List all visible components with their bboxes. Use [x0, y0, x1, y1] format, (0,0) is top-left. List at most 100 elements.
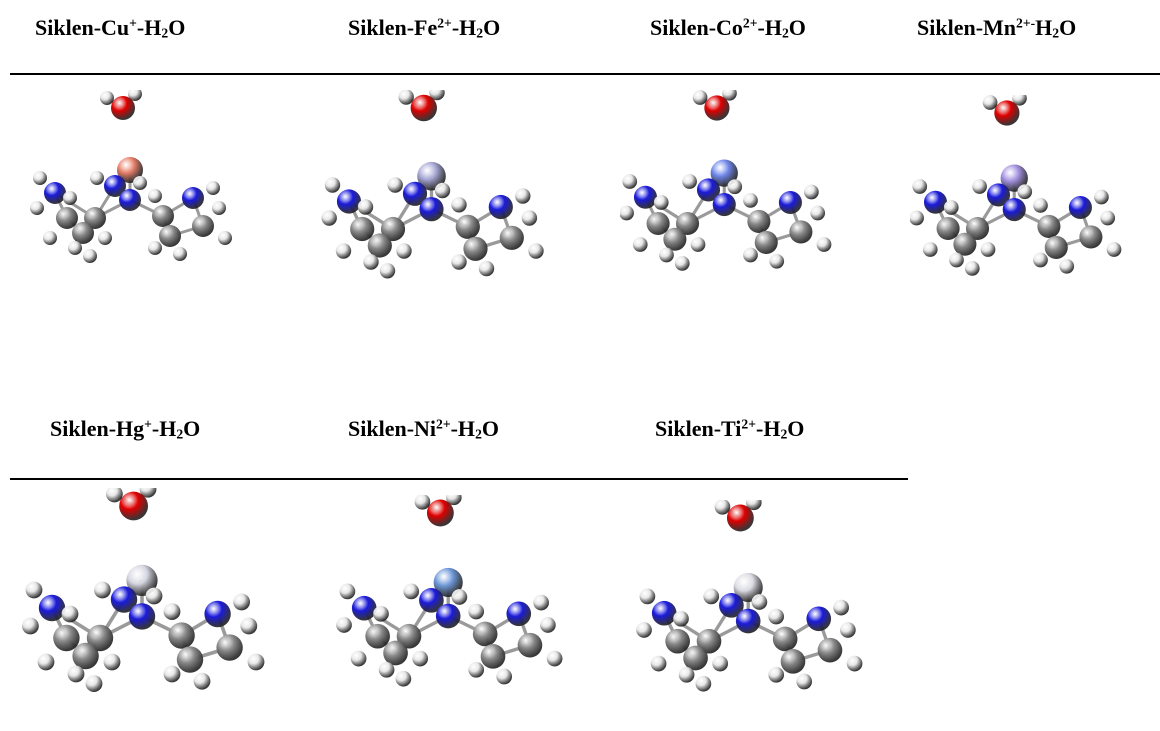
nitrogen-atom [38, 594, 66, 622]
hydrogen-atom [30, 201, 44, 215]
nitrogen-atom [119, 189, 141, 211]
hydrogen-atom [912, 179, 928, 194]
carbon-atom [168, 622, 195, 649]
carbon-atom [696, 628, 722, 654]
carbon-atom [646, 211, 670, 236]
nitrogen-atom [419, 588, 444, 613]
carbon-atom [772, 626, 798, 652]
hydrogen-atom [816, 237, 832, 252]
hydrogen-atom [964, 261, 980, 276]
nitrogen-atom [182, 187, 204, 209]
hydrogen-atom [745, 500, 762, 511]
label-co: Siklen-Co2+-H2O [650, 15, 806, 41]
nitrogen-atom [778, 190, 802, 215]
hydrogen-atom [148, 189, 162, 203]
hydrogen-atom [324, 177, 341, 193]
metal-atom [710, 159, 738, 187]
label-hg: Siklen-Hg+-H2O [50, 416, 201, 442]
hydrogen-atom [103, 653, 121, 671]
hydrogen-atom [373, 605, 389, 622]
hydrogen-atom [22, 617, 39, 635]
carbon-atom [216, 634, 243, 661]
hydrogen-atom [139, 488, 157, 498]
carbon-atom [463, 236, 488, 261]
carbon-atom [350, 216, 375, 242]
hydrogen-atom [336, 617, 352, 633]
carbon-atom [159, 225, 181, 247]
hydrogen-atom [650, 655, 667, 672]
hydrogen-atom [622, 174, 638, 189]
nitrogen-atom [336, 189, 362, 214]
carbon-atom [499, 225, 524, 250]
hydrogen-atom [982, 95, 998, 110]
label-ti: Siklen-Ti2+-H2O [655, 416, 805, 442]
nitrogen-atom [1002, 198, 1026, 222]
carbon-atom [56, 207, 78, 229]
carbon-atom [663, 227, 687, 251]
hydrogen-atom [922, 242, 938, 257]
hydrogen-atom [768, 608, 785, 625]
hydrogen-atom [673, 610, 689, 627]
hydrogen-atom [620, 205, 634, 221]
carbon-atom [965, 216, 990, 241]
carbon-atom [480, 644, 506, 669]
hydrogen-atom [972, 179, 987, 194]
hydrogen-atom [33, 171, 47, 185]
label-cu: Siklen-Cu+-H2O [35, 15, 186, 41]
hydrogen-atom [682, 174, 697, 189]
carbon-atom [747, 209, 771, 233]
hydrogen-atom [1106, 242, 1122, 257]
hydrogen-atom [414, 495, 431, 510]
hydrogen-atom [339, 583, 356, 600]
hydrogen-atom [233, 593, 251, 611]
hydrogen-atom [61, 605, 79, 623]
hydrogen-atom [100, 91, 114, 105]
hydrogen-atom [379, 263, 396, 279]
hydrogen-atom [703, 588, 720, 605]
middle-rule [10, 478, 908, 480]
hydrogen-atom [350, 650, 367, 667]
carbon-atom [86, 624, 114, 652]
hydrogen-atom [193, 672, 211, 690]
carbon-atom [152, 205, 174, 227]
carbon-atom [192, 215, 214, 237]
carbon-atom [367, 233, 392, 258]
hydrogen-atom [1033, 252, 1048, 268]
carbon-atom [1037, 214, 1061, 238]
hydrogen-atom [106, 488, 123, 503]
hydrogen-atom [163, 665, 181, 683]
nitrogen-atom [435, 603, 461, 629]
hydrogen-atom [335, 243, 352, 259]
hydrogen-atom [751, 594, 768, 610]
oxygen-atom [994, 100, 1020, 126]
hydrogen-atom [910, 210, 924, 226]
hydrogen-atom [396, 243, 412, 259]
hydrogen-atom [515, 188, 531, 204]
hydrogen-atom [769, 253, 785, 269]
carbon-atom [754, 230, 778, 254]
hydrogen-atom [796, 673, 813, 690]
metal-atom [117, 157, 143, 183]
metal-atom [126, 564, 158, 596]
molecule-mn [910, 95, 1122, 276]
hydrogen-atom [145, 587, 163, 605]
carbon-atom [176, 646, 204, 673]
hydrogen-atom [692, 90, 708, 105]
nitrogen-atom [633, 185, 658, 209]
carbon-atom [953, 232, 977, 256]
hydrogen-atom [1012, 95, 1027, 106]
carbon-atom [455, 214, 480, 239]
nitrogen-atom [419, 197, 444, 222]
oxygen-atom [111, 96, 135, 120]
oxygen-atom [119, 491, 148, 521]
hydrogen-atom [833, 599, 849, 616]
label-mn: Siklen-Mn2+-H2O [917, 15, 1077, 41]
nitrogen-atom [923, 190, 948, 214]
hydrogen-atom [840, 622, 856, 638]
hydrogen-atom [98, 231, 112, 245]
hydrogen-atom [445, 495, 462, 506]
hydrogen-atom [478, 260, 495, 277]
nitrogen-atom [110, 586, 138, 613]
hydrogen-atom [804, 184, 819, 200]
molecule-cu [30, 90, 232, 263]
